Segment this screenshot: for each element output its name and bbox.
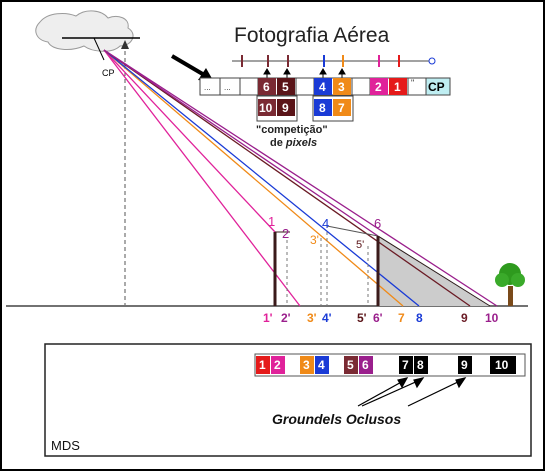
ellipsis-mid: ... — [224, 83, 231, 92]
strip-cell-5: 5 — [282, 80, 289, 94]
label-2: 2 — [282, 226, 289, 241]
mds-cell-10: 10 — [495, 358, 509, 372]
ground-label-7: 7 — [398, 311, 405, 325]
occluded-arrows — [357, 377, 467, 407]
ellipsis-left: ... — [204, 83, 211, 92]
mds-cell-9: 9 — [461, 358, 468, 372]
strip-cell-1: 1 — [394, 80, 401, 94]
ground-label-10: 10 — [485, 311, 499, 325]
ground-label-4p: 4' — [322, 311, 332, 325]
film-end-icon — [428, 57, 436, 65]
ground-label-3p: 3' — [307, 311, 317, 325]
cp-label: CP — [102, 68, 115, 78]
arrow-line — [170, 54, 208, 78]
ground-label-8: 8 — [416, 311, 423, 325]
competition-text-2: de pixels — [270, 137, 317, 149]
quote-mark: " — [411, 78, 414, 88]
ground-label-2p: 2' — [281, 311, 291, 325]
label-6: 6 — [374, 216, 381, 231]
competition-10: 10 — [259, 101, 273, 115]
arrow-up-icon — [121, 40, 129, 49]
mds-label: MDS — [51, 438, 80, 453]
occluded-label: Groundels Oclusos — [272, 411, 401, 427]
mds-cell-1: 1 — [259, 358, 266, 372]
label-1: 1 — [268, 214, 275, 229]
label-3p: 3' — [310, 233, 319, 247]
strip-cell-3: 3 — [338, 80, 345, 94]
film-ticks — [241, 55, 400, 67]
strip-cell-6: 6 — [263, 80, 270, 94]
mds-cell-2: 2 — [274, 358, 281, 372]
label-5p: 5' — [356, 239, 364, 251]
camera-line — [93, 37, 105, 61]
competition-8: 8 — [319, 101, 326, 115]
dashed-projections — [286, 232, 369, 306]
photo-title: Fotografia Aérea — [234, 24, 390, 47]
mds-cell-3: 3 — [303, 358, 310, 372]
cp-box — [425, 77, 451, 96]
ground-label-1p: 1' — [263, 311, 273, 325]
mds-cell-5: 5 — [347, 358, 354, 372]
mds-cell-8: 8 — [417, 358, 424, 372]
ground-label-9: 9 — [461, 311, 468, 325]
mds-strip — [254, 353, 526, 377]
competition-9: 9 — [282, 101, 289, 115]
strip-cell-2: 2 — [375, 80, 382, 94]
strip-cell-4: 4 — [319, 80, 326, 94]
mds-cell-7: 7 — [402, 358, 409, 372]
cp-box-label: CP — [428, 80, 445, 94]
competition-7: 7 — [338, 101, 345, 115]
competition-text-1: "competição" — [256, 124, 328, 136]
mds-cell-6: 6 — [362, 358, 369, 372]
cloud-shape — [35, 10, 134, 52]
tree-trunk — [508, 286, 513, 306]
ground-label-5p: 5' — [357, 311, 367, 325]
label-4: 4 — [322, 216, 329, 231]
ground-label-6p: 6' — [373, 311, 383, 325]
mds-cells — [256, 356, 516, 374]
ray-group — [103, 49, 498, 307]
mds-cell-4: 4 — [318, 358, 325, 372]
